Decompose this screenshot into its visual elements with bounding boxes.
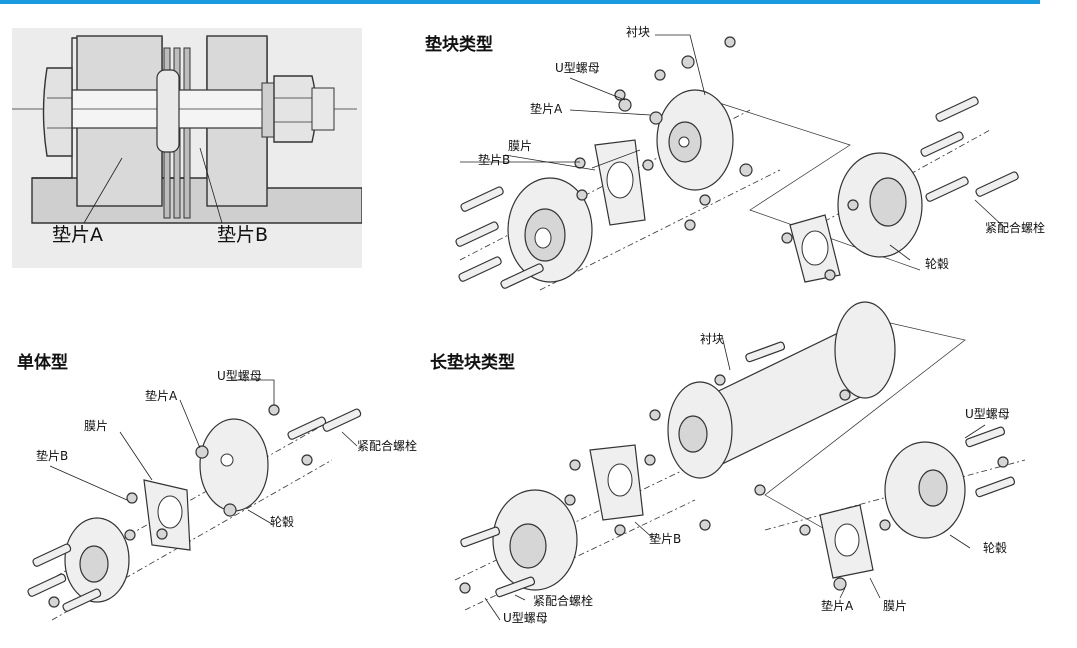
long-label-washer-a: 垫片A bbox=[821, 599, 854, 613]
single-type-drawing bbox=[27, 379, 362, 621]
long-label-u-nut-left: U型螺母 bbox=[503, 611, 548, 625]
spacer-type-panel: 垫块类型 bbox=[420, 20, 1065, 300]
top-accent-line bbox=[0, 0, 1040, 4]
spacer-type-drawing bbox=[455, 34, 1019, 291]
long-label-fit-bolt: 紧配合螺栓 bbox=[533, 594, 594, 608]
single-label-fit-bolt: 紧配合螺栓 bbox=[357, 439, 418, 453]
label-washer-a: 垫片A bbox=[52, 224, 103, 246]
long-label-washer-b: 垫片B bbox=[649, 532, 682, 546]
single-type-panel: 单体型 U型螺母 垫片A 膜片 垫片B bbox=[12, 340, 432, 640]
spacer-label-hub: 轮毂 bbox=[925, 257, 950, 271]
spacer-label-fit-bolt: 紧配合螺栓 bbox=[985, 221, 1046, 235]
long-spacer-type-panel: 长垫块类型 bbox=[425, 300, 1070, 645]
spacer-label-washer-a: 垫片A bbox=[530, 102, 563, 116]
label-washer-b: 垫片B bbox=[217, 224, 269, 246]
single-label-washer-b: 垫片B bbox=[36, 449, 69, 463]
section-view-drawing bbox=[12, 28, 362, 268]
spacer-label-washer-b: 垫片B bbox=[478, 153, 511, 167]
long-label-u-nut-right: U型螺母 bbox=[965, 407, 1010, 421]
section-view-panel: 垫片A 垫片B bbox=[12, 28, 362, 268]
spacer-label-membrane: 膜片 bbox=[508, 139, 533, 153]
long-spacer-type-title: 长垫块类型 bbox=[430, 353, 515, 373]
spacer-label-u-nut: U型螺母 bbox=[555, 61, 600, 75]
long-label-hub: 轮毂 bbox=[983, 541, 1008, 555]
single-label-membrane: 膜片 bbox=[84, 419, 109, 433]
spacer-type-title: 垫块类型 bbox=[425, 35, 493, 55]
long-label-membrane: 膜片 bbox=[883, 599, 908, 613]
long-label-spacer-block: 衬块 bbox=[700, 332, 725, 346]
single-type-title: 单体型 bbox=[17, 353, 68, 373]
single-label-hub: 轮毂 bbox=[270, 515, 295, 529]
single-label-washer-a: 垫片A bbox=[145, 389, 178, 403]
spacer-label-spacer-block: 衬块 bbox=[626, 25, 651, 39]
single-label-u-nut: U型螺母 bbox=[217, 369, 262, 383]
long-spacer-type-drawing bbox=[454, 301, 1026, 621]
